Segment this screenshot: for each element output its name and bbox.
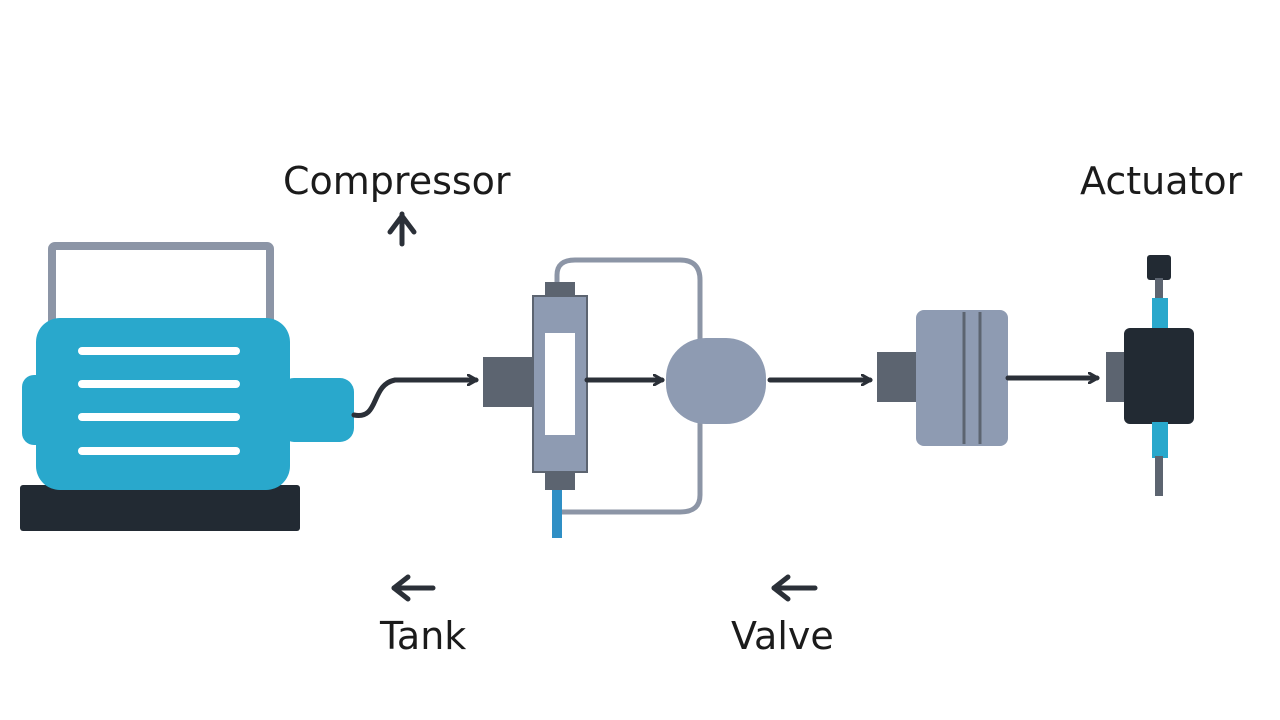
compressor-icon	[20, 242, 354, 531]
tank-label: Tank	[380, 614, 467, 658]
up-arrow-icon	[387, 211, 417, 247]
cylinder-icon	[877, 310, 1008, 446]
left-arrow-icon	[771, 574, 818, 602]
filter-regulator-icon	[483, 257, 703, 538]
compressor-label: Compressor	[283, 159, 511, 203]
pipe-arrow	[351, 380, 479, 418]
left-arrow-icon	[391, 574, 436, 602]
actuator-label: Actuator	[1080, 159, 1243, 203]
valve-label: Valve	[731, 614, 834, 658]
actuator-icon	[1106, 255, 1194, 496]
valve-icon	[666, 338, 766, 424]
